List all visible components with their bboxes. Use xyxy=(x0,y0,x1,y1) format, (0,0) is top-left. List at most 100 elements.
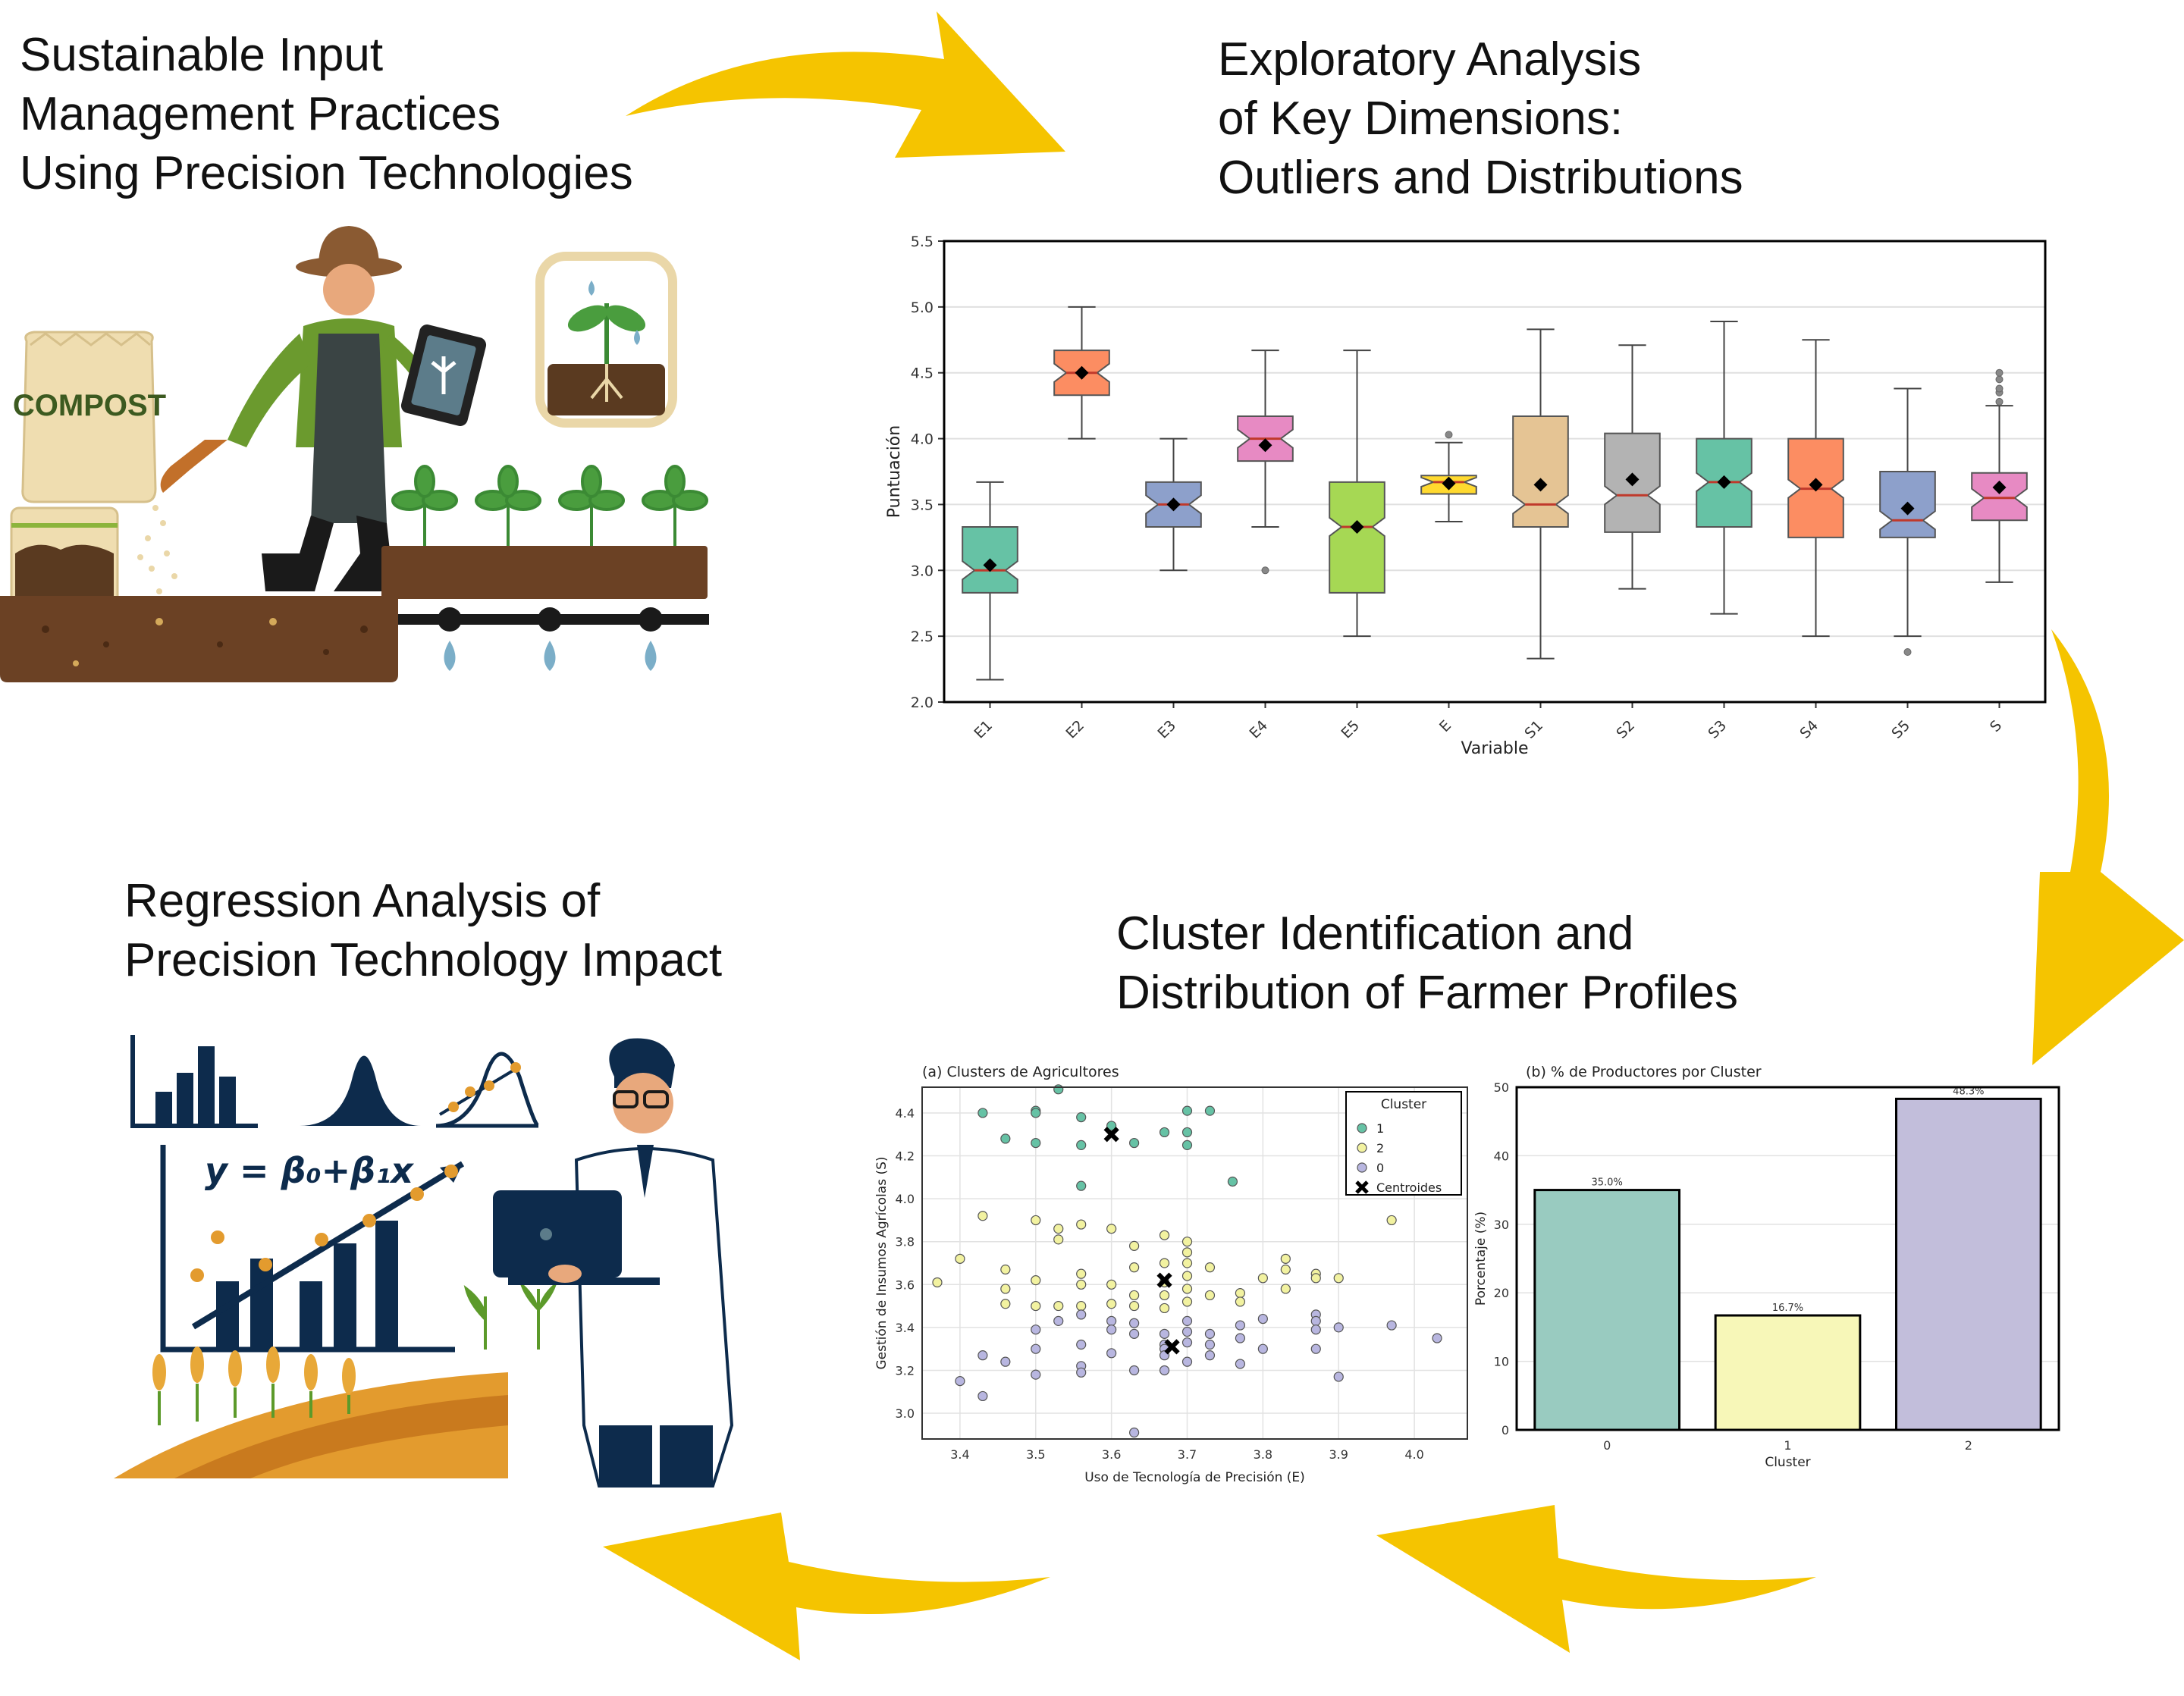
scatter-point xyxy=(1159,1328,1170,1339)
compost-label: COMPOST xyxy=(13,389,166,422)
bar-2 xyxy=(1895,1097,2042,1431)
scatter-point xyxy=(1076,1339,1087,1350)
y-tick-label: 50 xyxy=(1494,1080,1509,1095)
tablet-icon xyxy=(400,324,487,426)
scatter-point xyxy=(1204,1262,1216,1273)
plot-frame xyxy=(1515,1086,2060,1431)
legend-label: 2 xyxy=(1376,1141,1384,1155)
x-tick-label: S3 xyxy=(1705,717,1730,742)
legend-box xyxy=(1345,1091,1462,1196)
mean-marker xyxy=(1258,438,1272,453)
outlier-point xyxy=(1261,566,1269,575)
scatter-point xyxy=(1310,1343,1321,1354)
scatter-point xyxy=(1181,1356,1193,1367)
x-tick-label: 1 xyxy=(1784,1438,1791,1453)
mean-marker xyxy=(1075,365,1089,380)
scatter-point xyxy=(1181,1326,1193,1337)
series-cluster-0 xyxy=(955,1309,1442,1438)
y-tick-label: 3.8 xyxy=(896,1235,915,1249)
scatter-point xyxy=(1386,1215,1397,1226)
seed-particles xyxy=(137,505,177,594)
scatter-point xyxy=(1280,1253,1291,1264)
x-tick-label: E xyxy=(1436,717,1454,735)
centroid-marker xyxy=(1164,1339,1180,1355)
scatter-point xyxy=(1181,1296,1193,1307)
scatter-point xyxy=(1031,1275,1041,1286)
scatter-point xyxy=(1159,1365,1170,1376)
mean-marker xyxy=(1900,501,1915,516)
y-tick-label: 30 xyxy=(1494,1218,1509,1232)
legend-marker xyxy=(1355,1180,1369,1194)
x-tick-label: 3.9 xyxy=(1329,1447,1348,1462)
arrow-right-icon xyxy=(2032,629,2184,1065)
scatter-point xyxy=(1129,1328,1140,1339)
title-line: Sustainable Input xyxy=(20,29,384,81)
scatter-point xyxy=(1076,1309,1087,1320)
scatter-point xyxy=(1106,1224,1117,1234)
scatter-point xyxy=(1159,1258,1170,1268)
x-tick-label: S1 xyxy=(1521,717,1546,742)
bar-value-label: 48.3% xyxy=(1953,1086,1984,1097)
y-axis-label: Gestión de Insumos Agrícolas (S) xyxy=(874,1156,890,1369)
scatter-point xyxy=(1129,1290,1140,1301)
scatter-point xyxy=(1432,1333,1442,1343)
y-axis-label: Puntuación xyxy=(885,425,904,518)
series-cluster-2 xyxy=(932,1211,1397,1314)
mean-marker xyxy=(1625,472,1640,487)
scatter-point xyxy=(1204,1290,1216,1301)
bar-value-label: 35.0% xyxy=(1592,1177,1623,1189)
box-E1: E1 xyxy=(962,481,1018,742)
scatter-point xyxy=(1181,1140,1193,1150)
title-line: Exploratory Analysis xyxy=(1218,33,1642,86)
scatter-point xyxy=(1159,1127,1170,1138)
scatter-point xyxy=(1204,1339,1216,1350)
scatter-point xyxy=(1106,1325,1117,1335)
scatter-point xyxy=(1053,1315,1064,1326)
scatter-point xyxy=(1031,1137,1041,1149)
compost-bag-icon: COMPOST xyxy=(13,331,166,503)
box-body xyxy=(1971,472,2028,522)
mean-marker xyxy=(1533,478,1548,492)
scatter-point xyxy=(1000,1133,1011,1144)
scatter-point xyxy=(1106,1299,1117,1309)
scatter-point xyxy=(1129,1137,1140,1149)
x-tick-label: E2 xyxy=(1062,717,1087,742)
y-axis-label: Porcentaje (%) xyxy=(1473,1212,1489,1306)
soil-bag-icon xyxy=(10,506,119,608)
scatter-point xyxy=(1204,1350,1216,1361)
step-title-input-management: Sustainable Input Management Practices U… xyxy=(20,26,633,203)
scatter-point xyxy=(1031,1108,1041,1118)
scatter-point xyxy=(1181,1237,1193,1247)
scatter-point xyxy=(1053,1224,1064,1234)
scatter-point xyxy=(977,1350,988,1361)
legend-label: 0 xyxy=(1376,1161,1384,1175)
scatter-point xyxy=(1235,1359,1246,1369)
x-tick-label: 4.0 xyxy=(1404,1447,1423,1462)
scatter-point xyxy=(1333,1322,1344,1333)
chart-title: (a) Clusters de Agricultores xyxy=(922,1064,1119,1080)
y-tick-label: 3.2 xyxy=(896,1363,915,1378)
scatter-point xyxy=(1181,1337,1193,1348)
scatter-point xyxy=(1386,1320,1397,1331)
bar-value-label: 16.7% xyxy=(1772,1303,1803,1314)
chart-title: (b) % de Productores por Cluster xyxy=(1526,1064,1762,1080)
bar-1 xyxy=(1714,1314,1862,1431)
scatter-point xyxy=(1076,1300,1087,1312)
scatter-point xyxy=(1235,1333,1246,1343)
scatter-point xyxy=(1000,1284,1011,1294)
y-tick-label: 4.0 xyxy=(911,431,934,448)
scatter-point xyxy=(1031,1300,1041,1312)
scatter-point xyxy=(1076,1140,1087,1150)
x-tick-label: 3.6 xyxy=(1102,1447,1121,1462)
scatter-point xyxy=(1031,1343,1041,1354)
scatter-point xyxy=(1106,1121,1117,1131)
box-E: E xyxy=(1420,431,1477,735)
y-tick-label: 2.5 xyxy=(911,629,934,645)
y-tick-label: 5.5 xyxy=(911,234,934,250)
cluster-bar-chart: (b) % de Productores por Cluster01020304… xyxy=(1473,1064,2060,1470)
title-line: Management Practices xyxy=(20,88,501,140)
y-tick-label: 20 xyxy=(1494,1286,1509,1300)
scatter-point xyxy=(1333,1372,1344,1382)
